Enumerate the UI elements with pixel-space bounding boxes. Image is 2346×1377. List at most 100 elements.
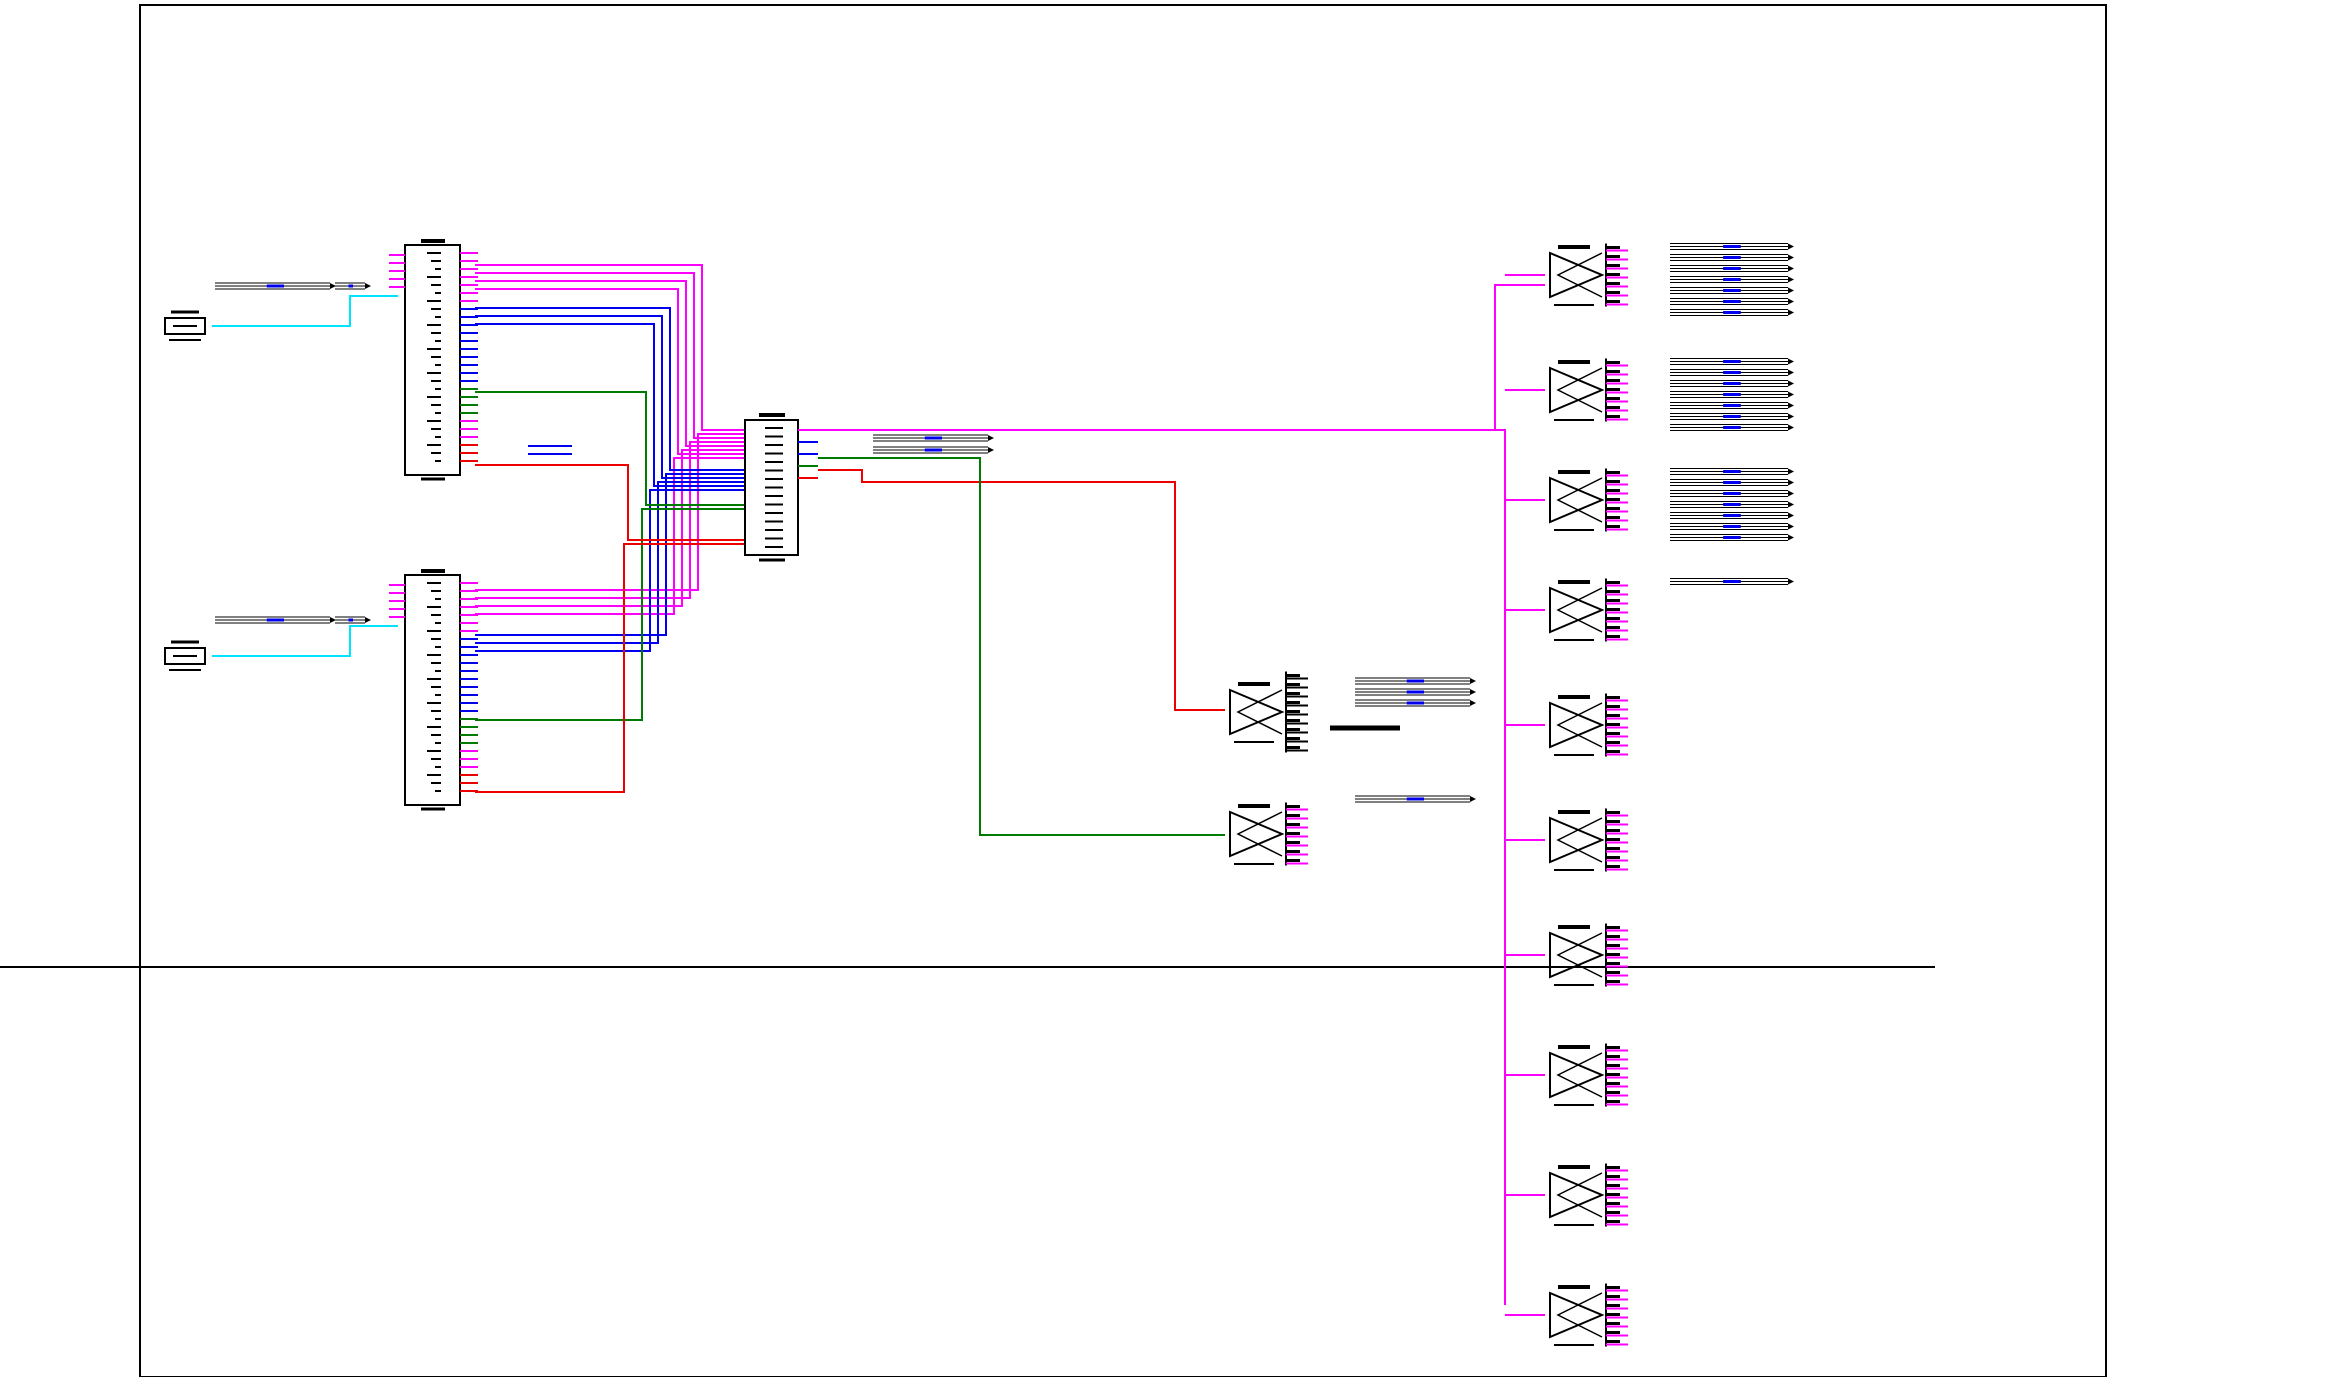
distribution-cables-1: [1670, 243, 1794, 316]
hub-link-b3: [475, 457, 745, 615]
cable-end-arrow: [330, 617, 336, 623]
cable-end-arrow: [1788, 413, 1794, 420]
splitter-inner: [1236, 811, 1283, 857]
hub-link-b1: [475, 441, 745, 599]
source-body: [164, 317, 206, 335]
distribution-splitter-9: [1549, 1163, 1628, 1227]
splitter-triangle: [1549, 1051, 1605, 1099]
splitter-inner: [1556, 367, 1603, 413]
cable-end-arrow: [1788, 468, 1794, 475]
splitter-inner: [1556, 1292, 1603, 1338]
splitter-inner: [1556, 932, 1603, 978]
splitter-inner: [1556, 1052, 1603, 1098]
splitter-inner: [1556, 702, 1603, 748]
branch-a-cables: [1330, 677, 1476, 731]
splitter-inner: [1556, 817, 1603, 863]
splitter-inner: [1556, 252, 1603, 298]
distribution-splitter-3: [1549, 468, 1628, 532]
hub-module-1: [744, 413, 818, 562]
cable-end-arrow: [1788, 490, 1794, 497]
cable-end-arrow: [1788, 501, 1794, 508]
input-source-1: [164, 310, 206, 341]
distribution-splitter-8: [1549, 1043, 1628, 1107]
input-cable-bundle-2: [215, 616, 371, 624]
wire-layer: [212, 264, 1545, 1316]
branch-splitter-b: [1229, 802, 1308, 866]
hub-link-a1: [475, 272, 745, 439]
cable-end-arrow: [988, 447, 994, 453]
hub-link-b7: [475, 508, 745, 721]
hub-link-b5: [475, 481, 745, 644]
splitter-triangle: [1229, 810, 1285, 858]
blue-legend-mark: [528, 445, 572, 455]
splitter-triangle: [1229, 688, 1285, 736]
splitter-triangle: [1549, 816, 1605, 864]
cable-end-arrow: [365, 283, 371, 289]
input-source-2: [164, 640, 206, 671]
cable-end-arrow: [1788, 265, 1794, 272]
hub-link-b0: [475, 433, 745, 591]
distribution-cables-4: [1670, 578, 1794, 585]
trunk-to-distribution: [818, 284, 1545, 431]
cable-end-arrow: [1788, 254, 1794, 261]
cable-end-arrow: [1788, 298, 1794, 305]
red-to-branch-a: [818, 469, 1225, 711]
cable-end-arrow: [1788, 424, 1794, 431]
cable-end-arrow: [1788, 380, 1794, 387]
hub-link-b2: [475, 449, 745, 607]
cable-end-arrow: [1788, 534, 1794, 541]
cable-end-arrow: [1470, 796, 1476, 802]
cable-end-arrow: [1788, 523, 1794, 530]
splitter-triangle: [1549, 251, 1605, 299]
hub-link-a0: [475, 264, 745, 431]
distribution-cables-3: [1670, 468, 1794, 541]
hub-link-a8: [475, 464, 745, 541]
hub-link-a6: [475, 323, 745, 487]
distribution-splitter-5: [1549, 693, 1628, 757]
input-cable-bundle-1: [215, 282, 371, 290]
distribution-splitter-10: [1549, 1283, 1628, 1347]
distribution-splitter-2: [1549, 358, 1628, 422]
cable-end-arrow: [1788, 358, 1794, 365]
cable-end-arrow: [1788, 578, 1794, 585]
hub-link-b4: [475, 473, 745, 636]
cable-end-arrow: [1788, 402, 1794, 409]
cyan-link-1: [212, 295, 398, 327]
input-module-2: [389, 569, 478, 811]
hub-link-a7: [475, 391, 745, 506]
module-body: [404, 574, 461, 806]
hub-body: [744, 419, 799, 556]
component-layer: [164, 239, 1794, 1347]
cable-end-arrow: [1788, 391, 1794, 398]
distribution-splitter-6: [1549, 808, 1628, 872]
cable-end-arrow: [1788, 287, 1794, 294]
input-module-1: [389, 239, 478, 481]
cable-end-arrow: [1788, 512, 1794, 519]
splitter-triangle: [1549, 1291, 1605, 1339]
branch-splitter-a: [1229, 671, 1308, 753]
branch-b-cables: [1355, 795, 1476, 803]
cable-end-arrow: [330, 283, 336, 289]
hub-output-cables: [873, 434, 994, 454]
cyan-link-2: [212, 625, 398, 657]
hub-link-a3: [475, 288, 745, 455]
splitter-triangle: [1549, 701, 1605, 749]
hub-link-a2: [475, 280, 745, 447]
cable-end-arrow: [1788, 309, 1794, 316]
hub-link-b8: [475, 543, 745, 793]
splitter-inner: [1556, 1172, 1603, 1218]
cable-end-arrow: [1470, 700, 1476, 706]
cable-end-arrow: [1788, 243, 1794, 250]
splitter-inner: [1236, 689, 1283, 735]
cable-end-arrow: [1470, 689, 1476, 695]
hub-link-a5: [475, 315, 745, 479]
distribution-splitter-7: [1549, 923, 1628, 987]
splitter-triangle: [1549, 586, 1605, 634]
distribution-cables-2: [1670, 358, 1794, 431]
splitter-inner: [1556, 587, 1603, 633]
cable-end-arrow: [365, 617, 371, 623]
splitter-triangle: [1549, 1171, 1605, 1219]
green-to-branch-b: [818, 457, 1225, 836]
